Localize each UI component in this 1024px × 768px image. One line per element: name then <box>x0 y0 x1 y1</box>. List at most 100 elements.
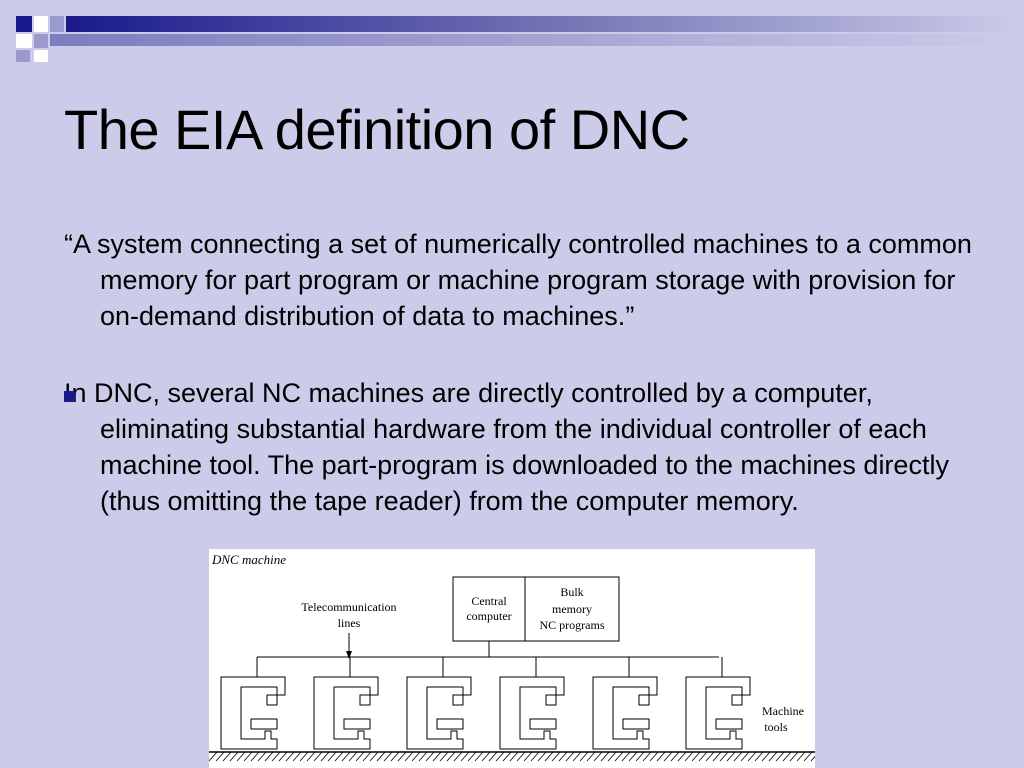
hatch-line <box>404 751 414 762</box>
hatch-line <box>432 751 442 762</box>
machine-spindle <box>452 694 464 706</box>
hatch-line <box>362 751 372 762</box>
hatch-line <box>348 751 358 762</box>
hatch-line <box>551 751 561 762</box>
hatch-line <box>250 751 260 762</box>
hatch-line <box>327 751 337 762</box>
machine-table <box>715 718 743 730</box>
hatch-line <box>439 751 449 762</box>
machine-table <box>250 718 278 730</box>
hatch-line <box>334 751 344 762</box>
deco-square-mid <box>34 34 48 48</box>
hatch-line <box>383 751 393 762</box>
machine-table <box>529 718 557 730</box>
hatch-line <box>572 751 582 762</box>
machine-tool-frame <box>592 676 658 750</box>
hatch-line <box>390 751 400 762</box>
hatch-line <box>600 751 610 762</box>
hatch-line <box>292 751 302 762</box>
hatch-line <box>467 751 477 762</box>
central-computer-label-1: Central <box>471 594 507 608</box>
machine-tool-frame <box>220 676 286 750</box>
telecom-arrowhead <box>346 651 352 659</box>
hatch-line <box>285 751 295 762</box>
header-gradient-bar <box>66 16 1024 32</box>
hatch-line <box>264 751 274 762</box>
header-gradient-bar-lower <box>50 34 1024 46</box>
dnc-diagram-figure: DNC machine Central computer Bulk memory… <box>209 549 815 768</box>
hatch-line <box>754 751 764 762</box>
definition-quote: “A system connecting a set of numericall… <box>64 229 972 331</box>
machine-table <box>622 718 650 730</box>
central-computer-label-2: computer <box>466 609 511 623</box>
machine-spindle <box>545 694 557 706</box>
hatch-line <box>474 751 484 762</box>
bullet-text: In DNC, several NC machines are directly… <box>64 378 949 516</box>
hatch-line <box>670 751 680 762</box>
hatch-line <box>530 751 540 762</box>
hatch-line <box>446 751 456 762</box>
machine-tools-label-1: Machine <box>762 704 804 718</box>
hatch-line <box>803 751 813 762</box>
hatch-line <box>719 751 729 762</box>
machine-tools-label-2: tools <box>764 720 788 734</box>
hatch-line <box>677 751 687 762</box>
bulk-memory-box <box>524 576 620 642</box>
bulk-memory-label-2: memory <box>552 602 592 616</box>
hatch-line <box>460 751 470 762</box>
hatch-line <box>257 751 267 762</box>
hatch-line <box>502 751 512 762</box>
telecom-label-2: lines <box>338 616 361 630</box>
hatch-line <box>614 751 624 762</box>
hatch-line <box>635 751 645 762</box>
deco-square-light <box>34 50 48 62</box>
deco-square-light <box>16 34 32 48</box>
hatch-line <box>523 751 533 762</box>
machine-spindle <box>266 694 278 706</box>
hatch-line <box>411 751 421 762</box>
bulk-memory-label-3: NC programs <box>540 618 605 632</box>
machine-tool-frame <box>406 676 472 750</box>
bulk-memory-label-1: Bulk <box>560 585 583 599</box>
hatch-line <box>740 751 750 762</box>
hatch-line <box>712 751 722 762</box>
hatch-line <box>236 751 246 762</box>
hatch-line <box>278 751 288 762</box>
hatch-line <box>705 751 715 762</box>
hatch-line <box>593 751 603 762</box>
hatch-line <box>642 751 652 762</box>
hatch-line <box>565 751 575 762</box>
deco-square-mid <box>50 16 64 32</box>
bullet-item: In DNC, several NC machines are directly… <box>64 375 974 519</box>
hatch-line <box>586 751 596 762</box>
hatch-line <box>243 751 253 762</box>
hatch-line <box>537 751 547 762</box>
deco-square-mid <box>16 50 30 62</box>
hatch-line <box>775 751 785 762</box>
hatch-line <box>810 755 815 762</box>
hatch-line <box>209 751 218 762</box>
deco-square-light <box>34 16 48 32</box>
hatch-line <box>215 751 225 762</box>
machine-tool-frame <box>313 676 379 750</box>
hatch-line <box>488 751 498 762</box>
hatch-line <box>684 751 694 762</box>
hatch-line <box>782 751 792 762</box>
hatch-line <box>341 751 351 762</box>
machine-tool-frame <box>685 676 751 750</box>
hatch-line <box>397 751 407 762</box>
hatch-line <box>768 751 778 762</box>
machine-spindle <box>359 694 371 706</box>
hatch-line <box>544 751 554 762</box>
machine-spindle <box>731 694 743 706</box>
telecom-label-1: Telecommunication <box>301 600 396 614</box>
hatch-line <box>663 751 673 762</box>
hatch-line <box>222 751 232 762</box>
hatch-line <box>425 751 435 762</box>
hatch-line <box>621 751 631 762</box>
deco-square-dark <box>16 16 32 32</box>
hatch-line <box>271 751 281 762</box>
hatch-line <box>481 751 491 762</box>
hatch-line <box>299 751 309 762</box>
hatch-line <box>313 751 323 762</box>
